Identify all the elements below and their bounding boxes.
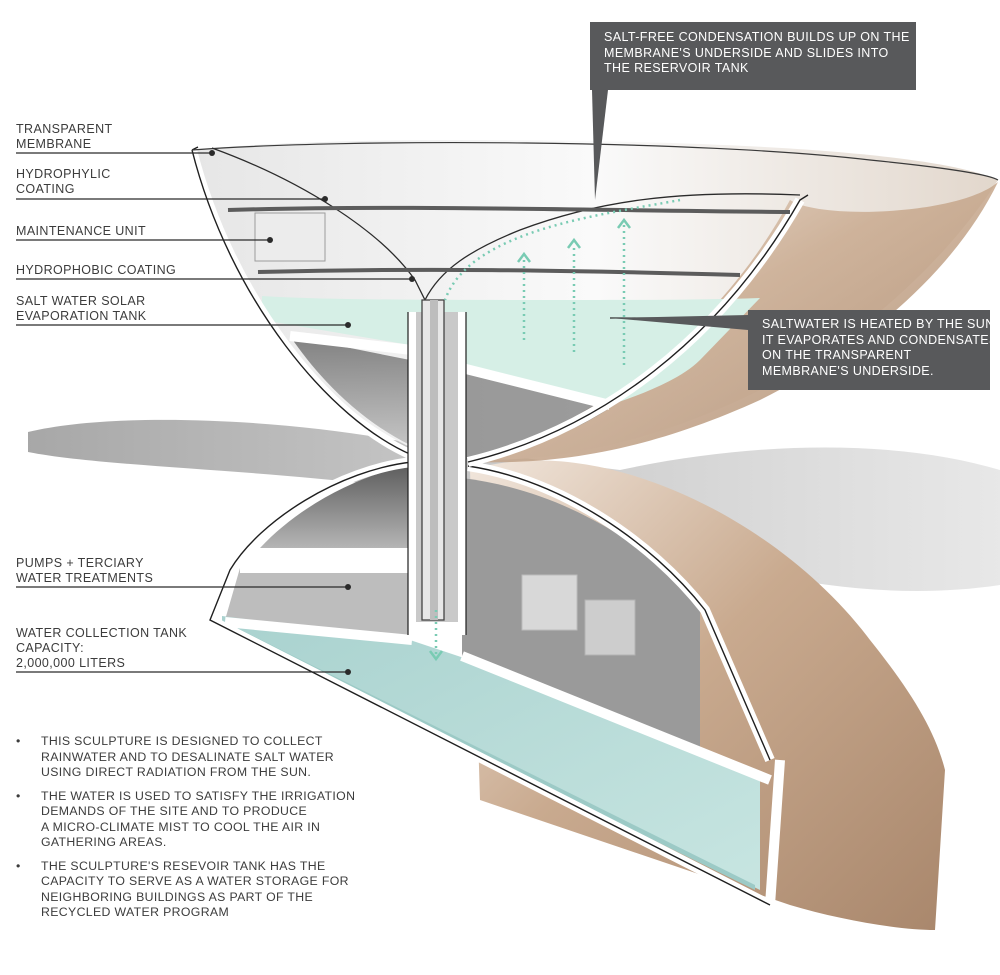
vapor-arrowhead-3 <box>617 217 631 229</box>
note-item: • THE SCULPTURE'S RESEVOIR TANK HAS THE … <box>16 859 376 921</box>
notes-list: • THIS SCULPTURE IS DESIGNED TO COLLECT … <box>16 734 376 929</box>
callout-line: MEMBRANE'S UNDERSIDE AND SLIDES INTO <box>604 45 889 60</box>
note-line: A MICRO-CLIMATE MIST TO COOL THE AIR IN <box>41 819 321 834</box>
callout-line: SALTWATER IS HEATED BY THE SUN. <box>762 317 999 331</box>
label-salt-water-tank: SALT WATER SOLAR EVAPORATION TANK <box>16 294 147 324</box>
label-line: 2,000,000 LITERS <box>16 656 126 670</box>
label-line: COATING <box>16 182 75 196</box>
note-line: THIS SCULPTURE IS DESIGNED TO COLLECT <box>41 734 323 748</box>
saltwater-callout-tail <box>610 315 748 330</box>
bullet: • <box>16 858 21 873</box>
dot-pumps <box>345 584 351 590</box>
dot-hydrophylic-coating <box>322 196 328 202</box>
label-transparent-membrane: TRANSPARENT MEMBRANE <box>16 122 113 152</box>
label-line: TRANSPARENT <box>16 122 113 136</box>
hydrophobic-pipe <box>257 267 741 277</box>
label-pumps: PUMPS + TERCIARY WATER TREATMENTS <box>16 556 153 586</box>
bullet: • <box>16 788 21 803</box>
label-line: PUMPS + TERCIARY <box>16 556 144 570</box>
vapor-arrows <box>434 198 681 655</box>
leader-dots <box>209 150 415 675</box>
callout-line: THE RESERVOIR TANK <box>604 61 749 75</box>
note-line: USING DIRECT RADIATION FROM THE SUN. <box>41 765 312 779</box>
callout-line: MEMBRANE'S UNDERSIDE. <box>762 363 934 378</box>
treatment-box-2 <box>584 599 636 656</box>
bullet: • <box>16 734 21 748</box>
callout-line: ON THE TRANSPARENT <box>762 348 912 362</box>
upper-right-cavity <box>462 372 610 460</box>
dot-transparent-membrane <box>209 150 215 156</box>
dot-maintenance-unit <box>267 237 273 243</box>
lower-wall-outline-edge <box>209 461 771 906</box>
note-line: THE WATER IS USED TO SATISFY THE IRRIGAT… <box>41 788 356 803</box>
callout-saltwater: SALTWATER IS HEATED BY THE SUN. IT EVAPO… <box>748 310 999 390</box>
note-item: • THIS SCULPTURE IS DESIGNED TO COLLECT … <box>16 734 376 781</box>
note-line: NEIGHBORING BUILDINGS AS PART OF THE <box>41 889 314 904</box>
label-maintenance-unit: MAINTENANCE UNIT <box>16 224 146 239</box>
vapor-arrowhead-1 <box>517 251 531 263</box>
callout-condensation: SALT-FREE CONDENSATION BUILDS UP ON THE … <box>590 22 916 90</box>
treatment-box-1 <box>521 574 578 631</box>
note-line: DEMANDS OF THE SITE AND TO PRODUCE <box>41 804 308 818</box>
dot-hydrophobic-coating <box>409 276 415 282</box>
transparent-membrane <box>211 147 801 302</box>
label-line: HYDROPHOBIC COATING <box>16 263 177 277</box>
label-line: EVAPORATION TANK <box>16 309 147 323</box>
dot-collection-tank <box>345 669 351 675</box>
vapor-arrowheads <box>429 217 631 662</box>
label-collection-tank: WATER COLLECTION TANK CAPACITY: 2,000,00… <box>16 626 187 671</box>
callout-line: IT EVAPORATES AND CONDENSATES <box>762 332 998 347</box>
callout-line: SALT-FREE CONDENSATION BUILDS UP ON THE <box>604 30 910 44</box>
label-hydrophylic-coating: HYDROPHYLIC COATING <box>16 167 111 197</box>
label-hydrophobic-coating: HYDROPHOBIC COATING <box>16 263 176 278</box>
upper-left-cavity <box>290 336 410 445</box>
maintenance-unit-box <box>254 212 326 262</box>
note-line: CAPACITY TO SERVE AS A WATER STORAGE FOR <box>41 874 349 888</box>
collection-tank-water-front <box>225 622 755 890</box>
note-line: RAINWATER AND TO DESALINATE SALT WATER <box>41 749 334 764</box>
label-line: WATER COLLECTION TANK <box>16 626 188 640</box>
central-pipe-inner <box>430 300 438 620</box>
column-walls <box>408 312 466 635</box>
note-line: RECYCLED WATER PROGRAM <box>41 905 230 919</box>
label-line: WATER TREATMENTS <box>16 571 154 585</box>
dot-salt-water-tank <box>345 322 351 328</box>
label-line: HYDROPHYLIC <box>16 167 111 181</box>
condensation-callout-tail <box>592 90 608 200</box>
note-item: • THE WATER IS USED TO SATISFY THE IRRIG… <box>16 789 376 851</box>
label-line: CAPACITY: <box>16 641 84 655</box>
lower-upper-cavity <box>260 465 410 548</box>
label-line: MEMBRANE <box>16 137 92 151</box>
label-line: MAINTENANCE UNIT <box>16 224 147 238</box>
label-line: SALT WATER SOLAR <box>16 294 146 308</box>
column-walls-edge <box>407 312 467 635</box>
salt-water-tank <box>262 296 760 405</box>
vapor-arrowhead-2 <box>567 237 581 249</box>
hydrophylic-pipe <box>227 205 791 214</box>
bowl-rim <box>191 141 999 181</box>
drain-arrowhead <box>429 650 443 662</box>
note-line: THE SCULPTURE'S RESEVOIR TANK HAS THE <box>41 858 326 873</box>
note-line: GATHERING AREAS. <box>41 835 167 849</box>
